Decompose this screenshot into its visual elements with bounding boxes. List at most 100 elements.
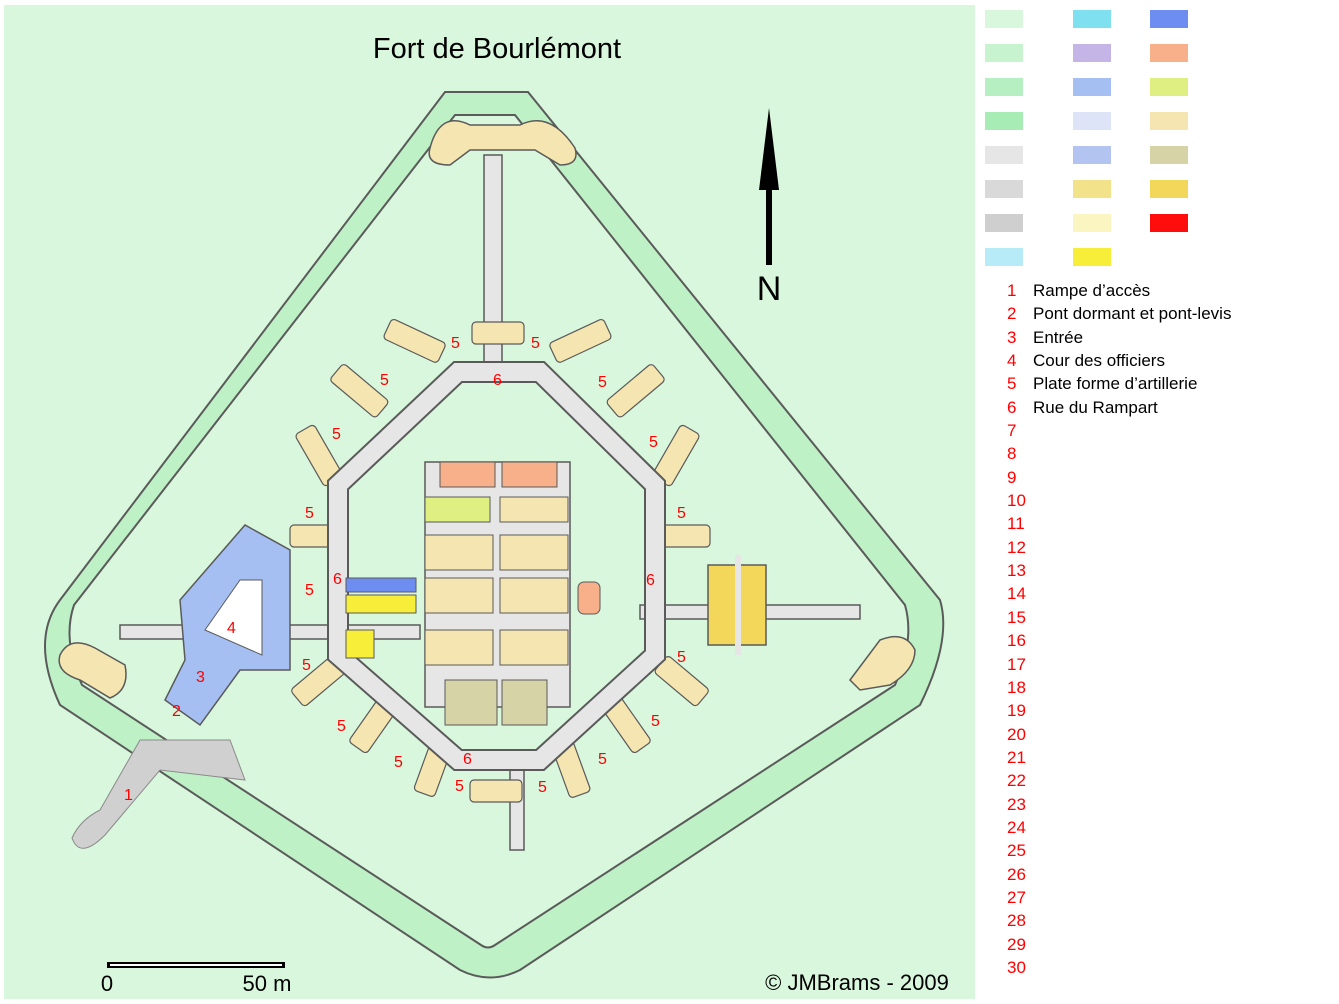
svg-text:5: 5	[538, 779, 547, 796]
legend-item-number: 30	[1007, 957, 1026, 977]
legend-item: 4 Cour des officiers	[1007, 351, 1231, 374]
legend-item-number: 10	[1007, 491, 1026, 511]
scale-bar	[107, 962, 285, 968]
west-magazine-blue	[345, 577, 417, 593]
legend-item: 12	[1007, 538, 1231, 561]
legend-swatch	[985, 146, 1023, 164]
rampart-road	[329, 363, 664, 769]
legend-item: 21	[1007, 748, 1231, 771]
svg-text:6: 6	[333, 571, 342, 588]
legend-swatch	[985, 78, 1023, 96]
legend-item-number: 15	[1007, 607, 1026, 627]
label-2: 2	[172, 703, 181, 720]
legend-item-label: Cour des officiers	[1033, 351, 1165, 371]
legend-item: 27	[1007, 888, 1231, 911]
legend-item-number: 17	[1007, 654, 1026, 674]
legend-item-number: 5	[1007, 374, 1017, 394]
copyright-text: © JMBrams - 2009	[765, 970, 949, 995]
label-3: 3	[196, 669, 205, 686]
legend-swatch	[985, 44, 1023, 62]
svg-text:5: 5	[598, 751, 607, 768]
svg-text:5: 5	[455, 778, 464, 795]
legend-swatch	[1150, 112, 1188, 130]
barracks-row-1-west	[424, 496, 491, 523]
svg-text:5: 5	[598, 374, 607, 391]
svg-text:6: 6	[463, 751, 472, 768]
svg-text:5: 5	[380, 372, 389, 389]
legend-item-number: 13	[1007, 561, 1026, 581]
legend-item-number: 20	[1007, 724, 1026, 744]
barracks-row-3-east	[499, 577, 569, 614]
north-arrow	[759, 108, 779, 265]
legend-swatch	[985, 248, 1023, 266]
legend-item-number: 19	[1007, 701, 1026, 721]
legend-item: 16	[1007, 631, 1231, 654]
legend-item-label: Pont dormant et pont-levis	[1033, 304, 1232, 324]
svg-text:5: 5	[302, 657, 311, 674]
legend-item: 26	[1007, 865, 1231, 888]
legend-item: 18	[1007, 678, 1231, 701]
south-room-east	[501, 679, 548, 726]
legend-item-number: 14	[1007, 584, 1026, 604]
legend-item-number: 24	[1007, 817, 1026, 837]
svg-text:5: 5	[677, 649, 686, 666]
legend-item-number: 8	[1007, 444, 1017, 464]
legend-item-number: 18	[1007, 677, 1026, 697]
legend-item-number: 12	[1007, 537, 1026, 557]
north-label: N	[757, 270, 782, 308]
map-title: Fort de Bourlémont	[373, 33, 621, 65]
svg-text:5: 5	[649, 434, 658, 451]
svg-text:5: 5	[451, 335, 460, 352]
legend-item: 7	[1007, 421, 1231, 444]
legend-swatch	[1073, 10, 1111, 28]
east-annex-corridor	[735, 555, 741, 655]
legend-item-label: Rampe d’accès	[1033, 281, 1151, 300]
legend-item: 9	[1007, 468, 1231, 491]
svg-text:5: 5	[677, 505, 686, 522]
legend-item-number: 1	[1007, 281, 1017, 300]
legend-swatch	[1150, 214, 1188, 232]
legend-swatch	[985, 112, 1023, 130]
legend-item-number: 28	[1007, 911, 1026, 931]
legend-item-label: Rue du Rampart	[1033, 397, 1158, 417]
legend-item: 25	[1007, 841, 1231, 864]
legend-item: 13	[1007, 561, 1231, 584]
svg-text:5: 5	[337, 718, 346, 735]
legend-item-number: 4	[1007, 351, 1017, 371]
legend-swatch	[1150, 44, 1188, 62]
legend-swatch	[1073, 248, 1111, 266]
legend-item-number: 3	[1007, 327, 1017, 347]
legend-item-number: 11	[1007, 514, 1025, 534]
legend-swatch	[1150, 146, 1188, 164]
south-gallery	[509, 759, 525, 851]
legend-item: 29	[1007, 935, 1231, 958]
legend-swatch	[1150, 78, 1188, 96]
legend-item: 10	[1007, 491, 1231, 514]
legend-swatch	[985, 10, 1023, 28]
legend-item: 30	[1007, 958, 1231, 981]
barracks-north-east	[501, 461, 558, 488]
legend-item-number: 26	[1007, 864, 1026, 884]
legend-item-number: 27	[1007, 887, 1026, 907]
barracks-row-1-east	[499, 496, 569, 523]
svg-text:5: 5	[531, 335, 540, 352]
barracks-row-3-west	[424, 577, 494, 614]
legend-swatch	[1073, 44, 1111, 62]
legend-item-number: 7	[1007, 421, 1017, 441]
rampart-road-labels: 6 6 6 6	[333, 372, 655, 768]
legend-item-number: 2	[1007, 304, 1017, 324]
barracks-row-2-west	[424, 534, 494, 571]
label-4: 4	[227, 620, 236, 637]
legend-swatch	[985, 214, 1023, 232]
svg-text:6: 6	[646, 572, 655, 589]
officers-courtyard	[204, 579, 263, 656]
legend-item: 11	[1007, 514, 1231, 537]
legend-item: 22	[1007, 771, 1231, 794]
svg-text:5: 5	[332, 426, 341, 443]
svg-text:5: 5	[651, 713, 660, 730]
east-caponier	[849, 635, 916, 691]
legend-swatch	[1073, 214, 1111, 232]
west-magazine-yellow	[345, 594, 417, 614]
